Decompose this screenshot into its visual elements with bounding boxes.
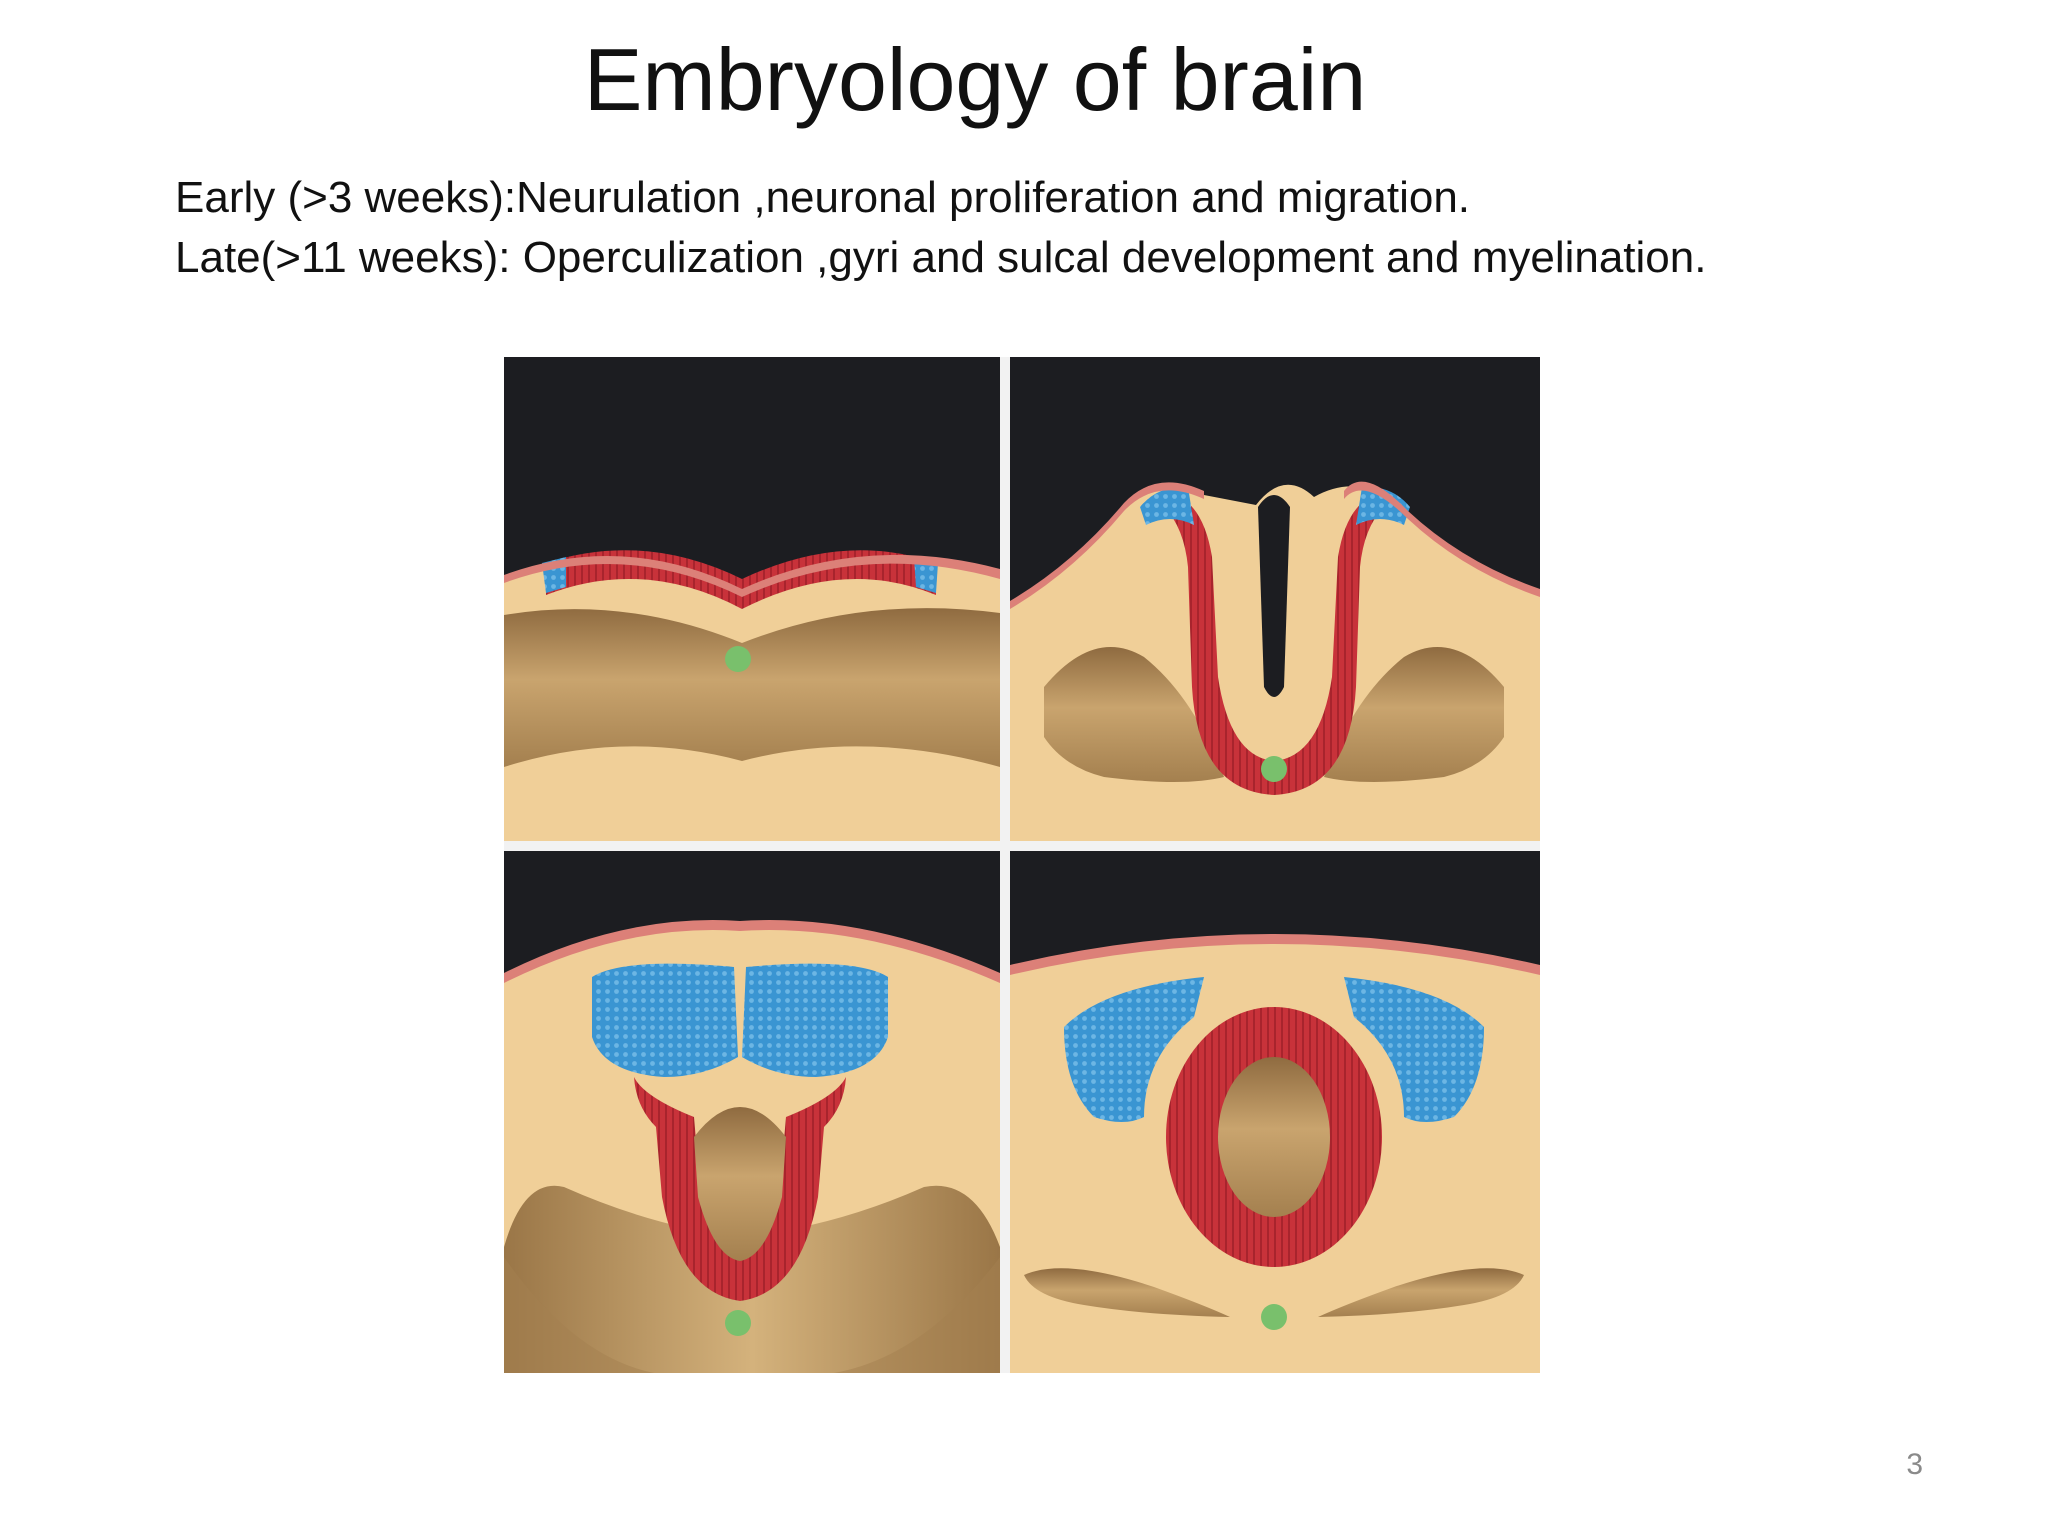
panel-neural-tube-closing bbox=[504, 851, 1000, 1373]
early-line: Early (>3 weeks):Neurulation ,neuronal p… bbox=[175, 173, 1471, 222]
slide-title: Embryology of brain bbox=[583, 30, 1367, 129]
late-line: Late(>11 weeks): Operculization ,gyri an… bbox=[175, 233, 1707, 282]
neurulation-illustration bbox=[504, 357, 1540, 1373]
slide-text: Early (>3 weeks):Neurulation ,neuronal p… bbox=[175, 168, 1975, 288]
panel-neural-tube-closed bbox=[1010, 851, 1540, 1373]
neurulation-figure bbox=[504, 357, 1540, 1373]
panel-neural-groove bbox=[1010, 357, 1540, 841]
panel-neural-plate bbox=[504, 357, 1000, 841]
vertical-divider bbox=[1000, 357, 1010, 1373]
page-number: 3 bbox=[1906, 1448, 1923, 1481]
horizontal-divider bbox=[504, 841, 1540, 851]
